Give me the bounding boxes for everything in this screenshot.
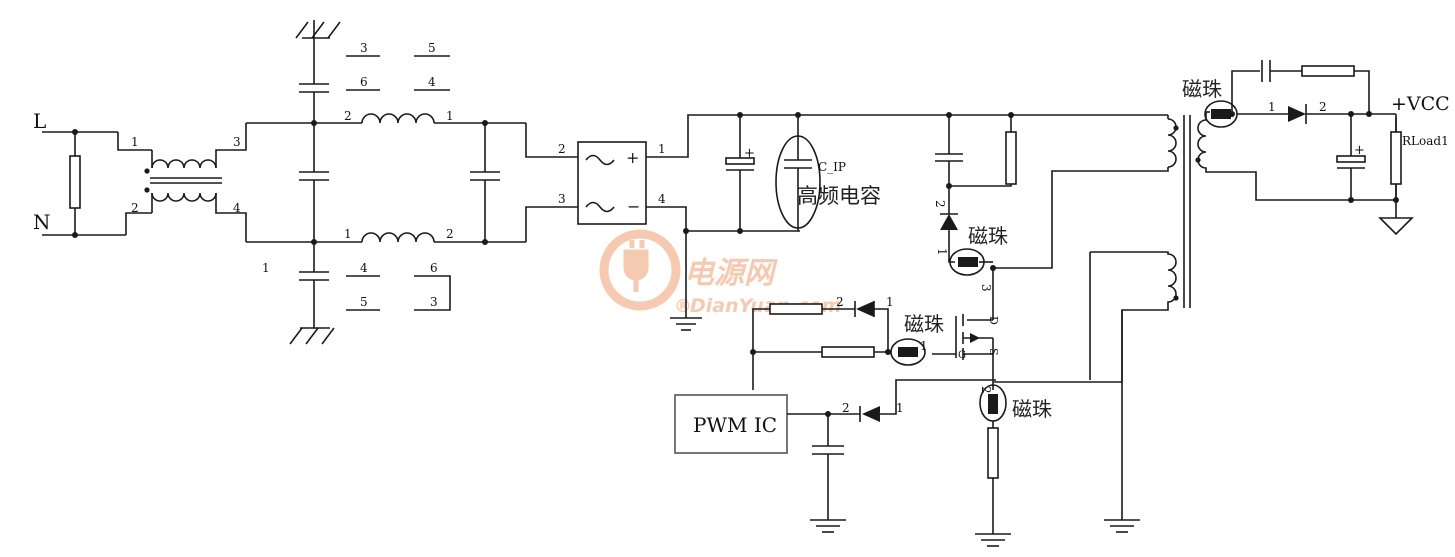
watermark-logo-ring <box>599 229 681 311</box>
chassis-ground-bottom-icon <box>321 327 335 345</box>
gate-drive: 1 磁珠 1 2 <box>750 295 956 390</box>
svg-text:2: 2 <box>842 401 850 415</box>
svg-text:4: 4 <box>658 192 666 206</box>
svg-text:+: + <box>626 148 639 167</box>
load-resistor <box>1390 131 1402 185</box>
common-mode-choke-1: 1 2 3 4 <box>117 123 247 242</box>
differential-chokes: 2 1 1 2 <box>344 109 526 245</box>
svg-text:1: 1 <box>935 248 949 256</box>
watermark-reg: ® <box>674 296 692 317</box>
pwm-ic <box>674 394 788 454</box>
svg-text:1: 1 <box>131 135 139 149</box>
pin-legend: 3 5 6 4 1 4 6 5 3 <box>262 41 451 311</box>
svg-text:6: 6 <box>360 75 368 89</box>
svg-text:G: G <box>958 350 966 361</box>
output-ground-icon <box>1378 217 1414 236</box>
svg-text:1: 1 <box>886 295 894 309</box>
svg-text:1: 1 <box>344 227 352 241</box>
svg-text:6: 6 <box>430 261 438 275</box>
svg-text:2: 2 <box>979 386 993 394</box>
svg-text:+: + <box>1354 143 1365 158</box>
vcc-label: +VCC <box>1391 93 1450 115</box>
svg-text:1: 1 <box>446 109 454 123</box>
svg-text:−: − <box>627 197 640 216</box>
svg-text:1: 1 <box>920 339 928 353</box>
neutral-label: N <box>33 210 51 234</box>
bead-label-gate: 磁珠 <box>904 312 944 336</box>
x-resistor <box>69 155 81 209</box>
c-ip-label: C_IP <box>818 160 846 174</box>
svg-text:2: 2 <box>558 142 566 156</box>
hf-cap-label: 高频电容 <box>797 184 881 208</box>
bead-label-source: 磁珠 <box>1012 397 1052 421</box>
svg-text:3: 3 <box>233 135 241 149</box>
bulk-capacitors: + C_IP 高频电容 <box>725 112 881 234</box>
pwm-ic-label: PWM IC <box>693 413 777 437</box>
sense-resistor <box>987 427 999 479</box>
svg-text:5: 5 <box>428 41 436 55</box>
svg-text:2: 2 <box>933 200 947 208</box>
svg-text:S: S <box>987 348 1000 356</box>
svg-text:1: 1 <box>896 401 904 415</box>
svg-text:2: 2 <box>446 227 454 241</box>
svg-text:+: + <box>744 146 755 161</box>
rcd-snubber: 2 1 磁珠 <box>933 112 1017 276</box>
svg-text:4: 4 <box>233 201 241 215</box>
bridge-rectifier: + − 2 3 1 4 <box>525 114 1168 331</box>
svg-text:3: 3 <box>979 284 993 292</box>
rload-label: RLoad1 <box>1402 134 1449 148</box>
svg-text:2: 2 <box>836 295 844 309</box>
svg-text:2: 2 <box>344 109 352 123</box>
line-label: L <box>33 109 46 133</box>
input-terminals: L N <box>33 109 126 238</box>
svg-text:2: 2 <box>131 201 139 215</box>
watermark-cn: 电源网 <box>684 256 778 291</box>
bead-label-output: 磁珠 <box>1182 77 1222 101</box>
flyback-transformer <box>990 112 1397 533</box>
svg-text:4: 4 <box>360 261 368 275</box>
chassis-ground-top-icon <box>327 21 341 39</box>
pwm-ic-block: PWM IC 2 1 <box>674 379 996 533</box>
svg-text:3: 3 <box>360 41 368 55</box>
svg-text:2: 2 <box>1319 100 1327 114</box>
emi-filter-caps <box>246 20 362 345</box>
svg-text:5: 5 <box>360 295 368 309</box>
svg-text:1: 1 <box>262 261 270 275</box>
svg-text:4: 4 <box>428 75 436 89</box>
hf-cap-highlight <box>775 135 821 229</box>
svg-text:1: 1 <box>1268 100 1276 114</box>
svg-text:1: 1 <box>658 142 666 156</box>
bead-label-snubber: 磁珠 <box>968 224 1008 248</box>
output-stage: 磁珠 1 2 + +VCC RLoad1 <box>1182 60 1450 236</box>
svg-text:3: 3 <box>558 192 566 206</box>
mosfet: 3 D S G 2 磁珠 <box>955 268 1052 547</box>
watermark-plug-icon <box>623 240 649 292</box>
svg-text:3: 3 <box>430 295 438 309</box>
svg-text:D: D <box>987 316 1000 325</box>
